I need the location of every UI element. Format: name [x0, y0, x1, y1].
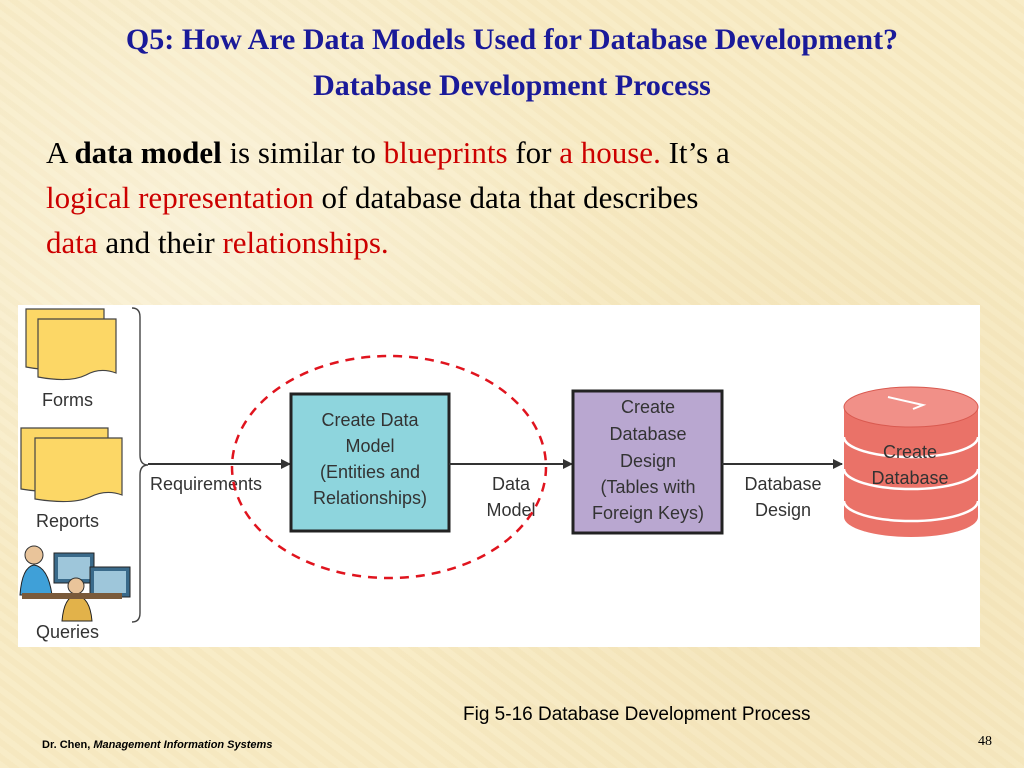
process-diagram: Forms Reports Queries Requirements Creat…	[19, 307, 980, 642]
data-model-highlight-ellipse	[230, 354, 548, 580]
input-label-reports: Reports	[36, 511, 99, 531]
footer-credit: Dr. Chen, Management Information Systems	[42, 739, 272, 751]
definition-paragraph: A data model is similar to blueprints fo…	[46, 130, 976, 265]
body-text-run: and their	[97, 225, 223, 260]
figure-caption: Fig 5-16 Database Development Process	[463, 704, 811, 725]
term-data-model: data model	[74, 135, 222, 170]
cylinder-label-line: Create	[883, 442, 937, 462]
box1-line: Create Data	[321, 410, 419, 430]
input-label-forms: Forms	[42, 390, 93, 410]
term-data: data	[46, 225, 98, 260]
body-text-run: A	[46, 135, 75, 170]
database-design-label-line: Database	[744, 474, 821, 494]
create-data-model-box	[289, 392, 451, 533]
box1-line: Model	[345, 436, 394, 456]
page-number: 48	[978, 734, 992, 749]
create-database-design-box	[571, 389, 724, 535]
term-a-house: a house.	[559, 135, 661, 170]
reports-document-stack-icon	[20, 427, 123, 503]
body-text-run: It’s a	[660, 135, 730, 170]
box1-line: (Entities and	[320, 462, 420, 482]
body-text-run: of database data that describes	[313, 180, 699, 215]
slide-title: Q5: How Are Data Models Used for Databas…	[125, 23, 899, 56]
data-model-label-line: Model	[486, 500, 535, 520]
queries-users-at-computers-icon	[19, 545, 131, 622]
body-text-run: for	[507, 135, 560, 170]
database-cylinder-icon	[842, 386, 980, 537]
database-development-figure: Forms Reports Queries Requirements Creat…	[18, 305, 980, 647]
database-design-label-line: Design	[755, 500, 811, 520]
footer-author: Dr. Chen,	[42, 739, 94, 751]
box2-line: (Tables with	[600, 477, 695, 497]
box2-line: Database	[609, 424, 686, 444]
forms-document-stack-icon	[25, 308, 117, 381]
cylinder-label-line: Database	[871, 468, 948, 488]
box2-line: Foreign Keys)	[592, 503, 704, 523]
box2-line: Design	[620, 451, 676, 471]
input-group-brace	[131, 307, 149, 623]
data-model-label-line: Data	[492, 474, 531, 494]
box1-line: Relationships)	[313, 488, 427, 508]
slide-subtitle: Database Development Process	[313, 69, 711, 102]
input-label-queries: Queries	[36, 622, 99, 642]
footer-course: Management Information Systems	[93, 739, 273, 751]
body-text-run: is similar to	[221, 135, 384, 170]
box2-line: Create	[621, 397, 675, 417]
term-blueprints: blueprints	[383, 135, 508, 170]
term-relationships: relationships.	[222, 225, 389, 260]
requirements-label: Requirements	[150, 474, 262, 494]
term-logical-representation: logical representation	[46, 180, 314, 215]
